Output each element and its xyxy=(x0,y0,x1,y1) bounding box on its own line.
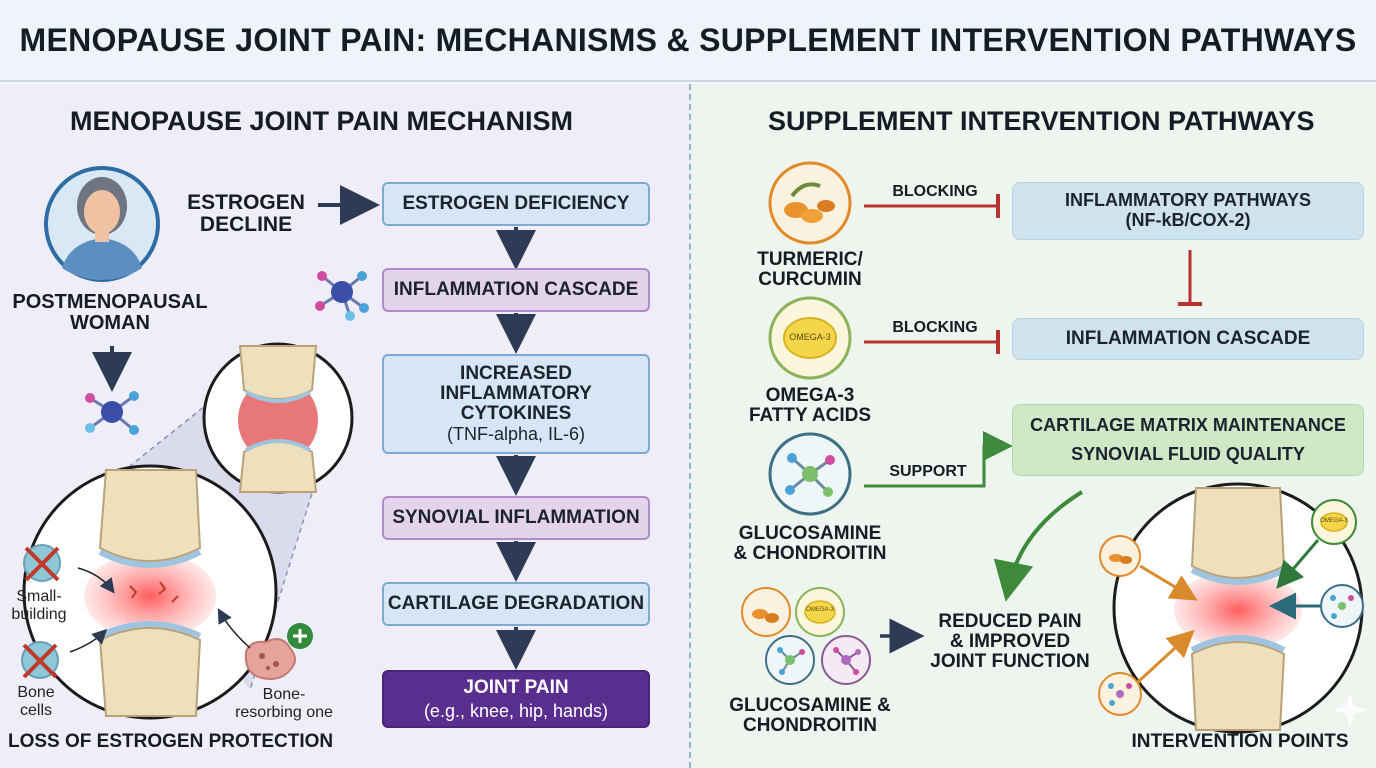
title-bar: MENOPAUSE JOINT PAIN: MECHANISMS & SUPPL… xyxy=(0,0,1376,82)
cartilage-degradation-box: CARTILAGE DEGRADATION xyxy=(382,582,650,626)
support-label: SUPPORT xyxy=(889,463,967,480)
glucosamine-cluster-label: GLUCOSAMINE & CHONDROITIN xyxy=(729,695,891,736)
omega3-pill-label: OMEGA-3 xyxy=(789,332,831,342)
bone-cells-label: Bone cells xyxy=(17,684,55,720)
bone-resorbing-label: Bone- resorbing one xyxy=(235,686,333,722)
reduced-pain-label: REDUCED PAIN & IMPROVED JOINT FUNCTION xyxy=(930,611,1090,672)
inflammatory-pathways-box: INFLAMMATORY PATHWAYS (NF-kB/COX-2) xyxy=(1012,182,1364,240)
mechanism-heading: MENOPAUSE JOINT PAIN MECHANISM xyxy=(70,106,574,136)
page-title: MENOPAUSE JOINT PAIN: MECHANISMS & SUPPL… xyxy=(19,21,1357,58)
omega3-small-pill-label: OMEGA-3 xyxy=(806,607,834,613)
blocking-label-1: BLOCKING xyxy=(892,183,978,200)
estrogen-decline-label: ESTROGEN DECLINE xyxy=(187,191,305,237)
inflammation-cascade-box: INFLAMMATION CASCADE xyxy=(382,268,650,312)
intervention-heading: SUPPLEMENT INTERVENTION PATHWAYS xyxy=(768,106,1315,136)
loss-of-estrogen-label: LOSS OF ESTROGEN PROTECTION xyxy=(8,731,334,752)
satellite-omega3-label: OMEGA-3 xyxy=(1320,518,1348,524)
synovial-inflammation-box: SYNOVIAL INFLAMMATION xyxy=(382,496,650,540)
joint-pain-box: JOINT PAIN (e.g., knee, hip, hands) xyxy=(382,670,650,728)
panel-divider xyxy=(689,84,691,768)
small-building-label: Small- building xyxy=(11,588,67,624)
cartilage-support-box: CARTILAGE MATRIX MAINTENANCE SYNOVIAL FL… xyxy=(1012,404,1364,476)
inflammation-cascade-target-box: INFLAMMATION CASCADE xyxy=(1012,318,1364,360)
estrogen-deficiency-box: ESTROGEN DEFICIENCY xyxy=(382,182,650,226)
cytokines-box: INCREASED INFLAMMATORY CYTOKINES (TNF-al… xyxy=(382,354,650,454)
omega3-label: OMEGA-3 FATTY ACIDS xyxy=(748,385,872,426)
turmeric-label: TURMERIC/ CURCUMIN xyxy=(757,249,863,290)
blocking-label-2: BLOCKING xyxy=(892,319,978,336)
intervention-points-label: INTERVENTION POINTS xyxy=(1131,731,1349,752)
woman-label: POSTMENOPAUSAL WOMAN xyxy=(12,291,208,334)
glucosamine-label: GLUCOSAMINE & CHONDROITIN xyxy=(733,523,887,564)
